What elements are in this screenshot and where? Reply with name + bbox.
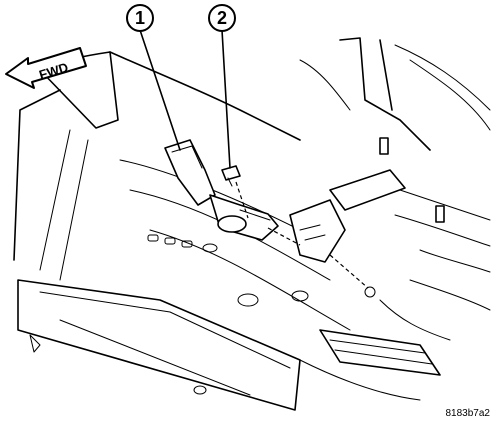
callout-1-leader (139, 29, 181, 151)
figure-code: 8183b7a2 (446, 408, 491, 419)
callout-2: 2 (208, 4, 236, 32)
installation-path-line (235, 181, 369, 289)
mounting-bolt (221, 165, 241, 187)
vehicle-floor-structure (13, 37, 491, 411)
callout-1-label: 1 (135, 8, 145, 28)
callout-2-label: 2 (217, 8, 227, 28)
forward-direction-arrow: FWD (5, 47, 87, 89)
seat-belt-buckle-component (164, 139, 279, 241)
callout-2-leader (221, 29, 231, 169)
callout-1: 1 (126, 4, 154, 32)
